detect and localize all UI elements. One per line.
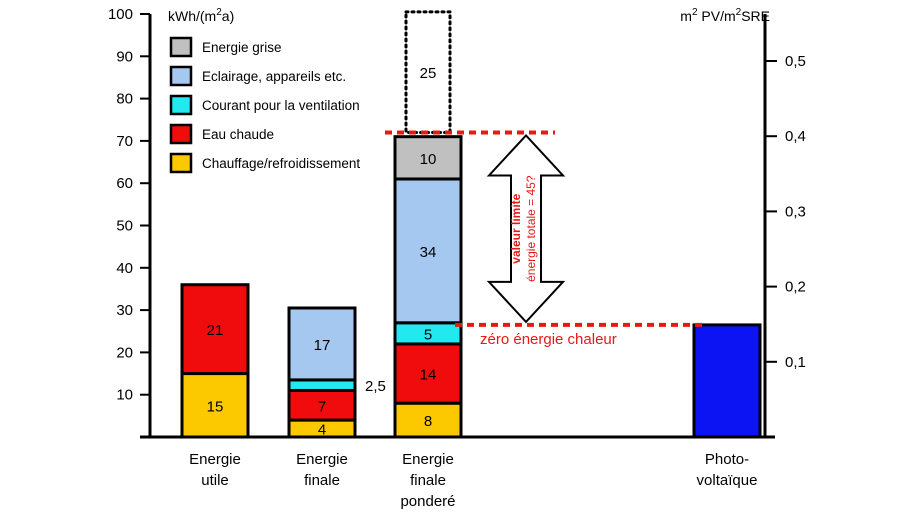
bar-segment-eau (393, 342, 463, 405)
category-label: finale (304, 472, 340, 489)
segment-value-label: 21 (207, 322, 224, 339)
legend-label: Eclairage, appareils etc. (202, 69, 346, 84)
left-tick-label: 70 (116, 133, 133, 150)
category-label: Photo- (705, 451, 749, 468)
legend-label: Energie grise (202, 40, 282, 55)
arrow-annotation-text: énergie totale = 45? (524, 175, 538, 282)
left-tick-label: 60 (116, 175, 133, 192)
right-tick-label: 0,4 (785, 128, 806, 145)
legend-label: Eau chaude (202, 127, 274, 142)
arrow-annotation-text: valeur limite (509, 193, 523, 263)
right-tick-label: 0,2 (785, 279, 806, 296)
bar-segment-eclairage (287, 306, 357, 382)
category-label: voltaïque (697, 472, 758, 489)
legend-swatch-ventilation (169, 94, 193, 116)
left-tick-label: 100 (108, 6, 133, 23)
left-tick-label: 50 (116, 218, 133, 235)
category-label: finale (410, 472, 446, 489)
legend-swatch-chauffage (169, 152, 193, 174)
legend-swatch-eau (169, 123, 193, 145)
legend-swatch-grise (169, 36, 193, 58)
bar-segment-eclairage (393, 177, 463, 325)
lower-limit-label: zéro énergie chaleur (480, 331, 617, 348)
segment-value-label: 8 (424, 413, 432, 430)
bar-segment-pv (692, 323, 762, 439)
right-tick-label: 0,5 (785, 53, 806, 70)
segment-value-label: 15 (207, 398, 224, 415)
double-arrow (486, 133, 566, 324)
right-axis-label: m2 PV/m2SRE (680, 7, 770, 24)
bar-segment-eau (180, 283, 250, 376)
legend-label: Courant pour la ventilation (202, 98, 360, 113)
segment-value-label: 10 (420, 151, 437, 168)
segment-value-label: 4 (318, 422, 326, 439)
category-label: utile (201, 472, 229, 489)
legend-swatch-eclairage (169, 65, 193, 87)
segment-value-label: 2,5 (365, 378, 386, 395)
segment-value-label: 14 (420, 367, 437, 384)
left-tick-label: 30 (116, 302, 133, 319)
bar-segment-grise (393, 135, 463, 181)
legend-label: Chauffage/refroidissement (202, 156, 360, 171)
segment-value-label: 5 (424, 326, 432, 343)
category-label: ponderé (400, 493, 455, 510)
segment-value-label: 25 (420, 65, 437, 82)
segment-value-label: 34 (420, 244, 437, 261)
segment-value-label: 17 (314, 337, 331, 354)
category-label: Energie (296, 451, 348, 468)
right-tick-label: 0,1 (785, 354, 806, 371)
bar-segment-ventilation (287, 378, 357, 392)
left-tick-label: 40 (116, 260, 133, 277)
right-tick-label: 0,3 (785, 203, 806, 220)
left-tick-label: 80 (116, 91, 133, 108)
segment-value-label: 7 (318, 398, 326, 415)
left-axis-label: kWh/(m2a) (168, 7, 234, 24)
category-label: Energie (402, 451, 454, 468)
left-tick-label: 10 (116, 387, 133, 404)
category-label: Energie (189, 451, 241, 468)
left-tick-label: 20 (116, 344, 133, 361)
left-tick-label: 90 (116, 48, 133, 65)
